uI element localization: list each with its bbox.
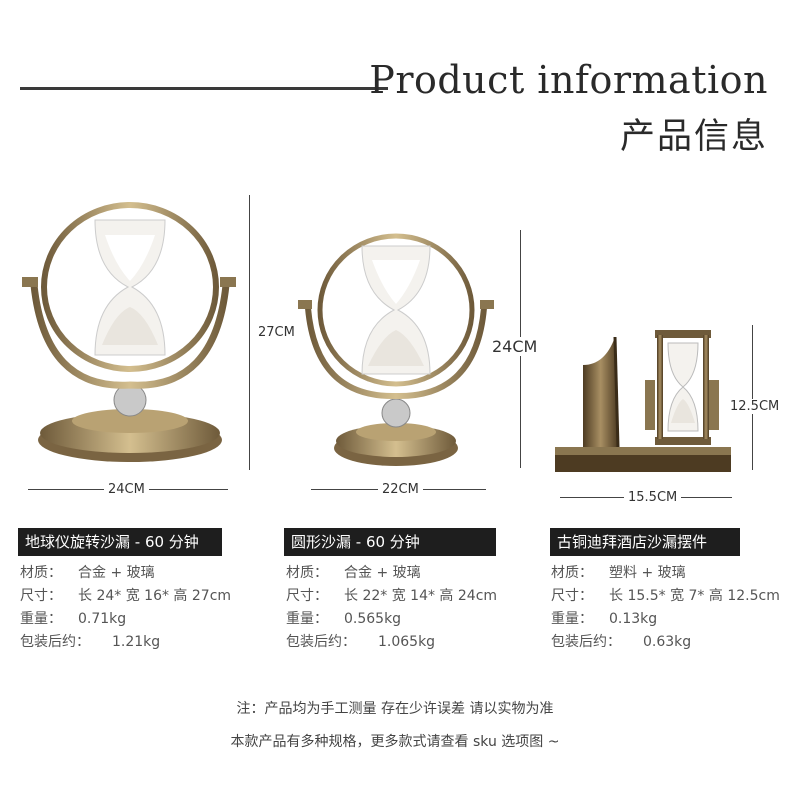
spec-value: 长 15.5* 宽 7* 高 12.5cm xyxy=(609,588,780,604)
width-label-2: 22CM xyxy=(378,482,423,497)
title-english: Product information xyxy=(369,58,768,102)
height-label-1: 27CM xyxy=(258,325,295,340)
product-name-bar-1: 地球仪旋转沙漏 - 60 分钟 xyxy=(18,528,222,556)
spec-value: 长 24* 宽 16* 高 27cm xyxy=(78,588,232,604)
spec-value: 合金 + 玻璃 xyxy=(344,565,421,581)
spec-row: 尺寸： 长 22* 宽 14* 高 24cm xyxy=(286,585,497,608)
header-divider xyxy=(20,87,388,90)
spec-row: 尺寸： 长 15.5* 宽 7* 高 12.5cm xyxy=(551,585,780,608)
spec-value: 1.065kg xyxy=(378,634,436,650)
spec-row: 重量： 0.565kg xyxy=(286,608,497,631)
spec-row: 重量： 0.13kg xyxy=(551,608,780,631)
spec-list-3: 材质： 塑料 + 玻璃 尺寸： 长 15.5* 宽 7* 高 12.5cm 重量： 0… xyxy=(551,562,780,654)
spec-value: 0.13kg xyxy=(609,611,658,627)
spec-label: 尺寸： xyxy=(551,588,593,604)
spec-label: 重量： xyxy=(551,611,593,627)
spec-row: 尺寸： 长 24* 宽 16* 高 27cm xyxy=(20,585,231,608)
round-hourglass-image xyxy=(298,233,494,466)
spec-label: 包装后约： xyxy=(20,634,90,650)
spec-list-2: 材质： 合金 + 玻璃 尺寸： 长 22* 宽 14* 高 24cm 重量： 0.56… xyxy=(286,562,497,654)
dubai-hourglass-image xyxy=(555,330,731,472)
spec-value: 塑料 + 玻璃 xyxy=(609,565,686,581)
width-label-1: 24CM xyxy=(104,482,149,497)
spec-value: 0.63kg xyxy=(643,634,692,650)
title-chinese: 产品信息 xyxy=(619,117,768,157)
spec-row: 包装后约： 0.63kg xyxy=(551,631,780,654)
spec-label: 材质： xyxy=(286,565,328,581)
spec-label: 包装后约： xyxy=(286,634,356,650)
spec-label: 重量： xyxy=(20,611,62,627)
spec-value: 1.21kg xyxy=(112,634,161,650)
spec-row: 材质： 合金 + 玻璃 xyxy=(20,562,231,585)
spec-value: 0.565kg xyxy=(344,611,402,627)
globe-hourglass-image xyxy=(22,202,236,462)
spec-label: 材质： xyxy=(20,565,62,581)
spec-row: 包装后约： 1.065kg xyxy=(286,631,497,654)
spec-label: 尺寸： xyxy=(286,588,328,604)
spec-row: 包装后约： 1.21kg xyxy=(20,631,231,654)
height-dimension-line-3 xyxy=(752,325,753,470)
spec-value: 0.71kg xyxy=(78,611,127,627)
spec-label: 材质： xyxy=(551,565,593,581)
spec-row: 材质： 合金 + 玻璃 xyxy=(286,562,497,585)
spec-label: 尺寸： xyxy=(20,588,62,604)
spec-value: 长 22* 宽 14* 高 24cm xyxy=(344,588,498,604)
product-name-bar-2: 圆形沙漏 - 60 分钟 xyxy=(284,528,496,556)
spec-label: 重量： xyxy=(286,611,328,627)
spec-row: 重量： 0.71kg xyxy=(20,608,231,631)
note-line-1: 注：产品均为手工测量 存在少许误差 请以实物为准 xyxy=(236,701,554,717)
spec-label: 包装后约： xyxy=(551,634,621,650)
height-label-2: 24CM xyxy=(490,337,540,356)
spec-value: 合金 + 玻璃 xyxy=(78,565,155,581)
spec-list-1: 材质： 合金 + 玻璃 尺寸： 长 24* 宽 16* 高 27cm 重量： 0.71… xyxy=(20,562,231,654)
height-dimension-line-1 xyxy=(249,195,250,470)
height-label-3: 12.5CM xyxy=(728,399,782,414)
spec-row: 材质： 塑料 + 玻璃 xyxy=(551,562,780,585)
note-line-2: 本款产品有多种规格，更多款式请查看 sku 选项图 ~ xyxy=(230,734,560,750)
product-name-bar-3: 古铜迪拜酒店沙漏摆件 xyxy=(550,528,740,556)
width-label-3: 15.5CM xyxy=(624,490,682,505)
